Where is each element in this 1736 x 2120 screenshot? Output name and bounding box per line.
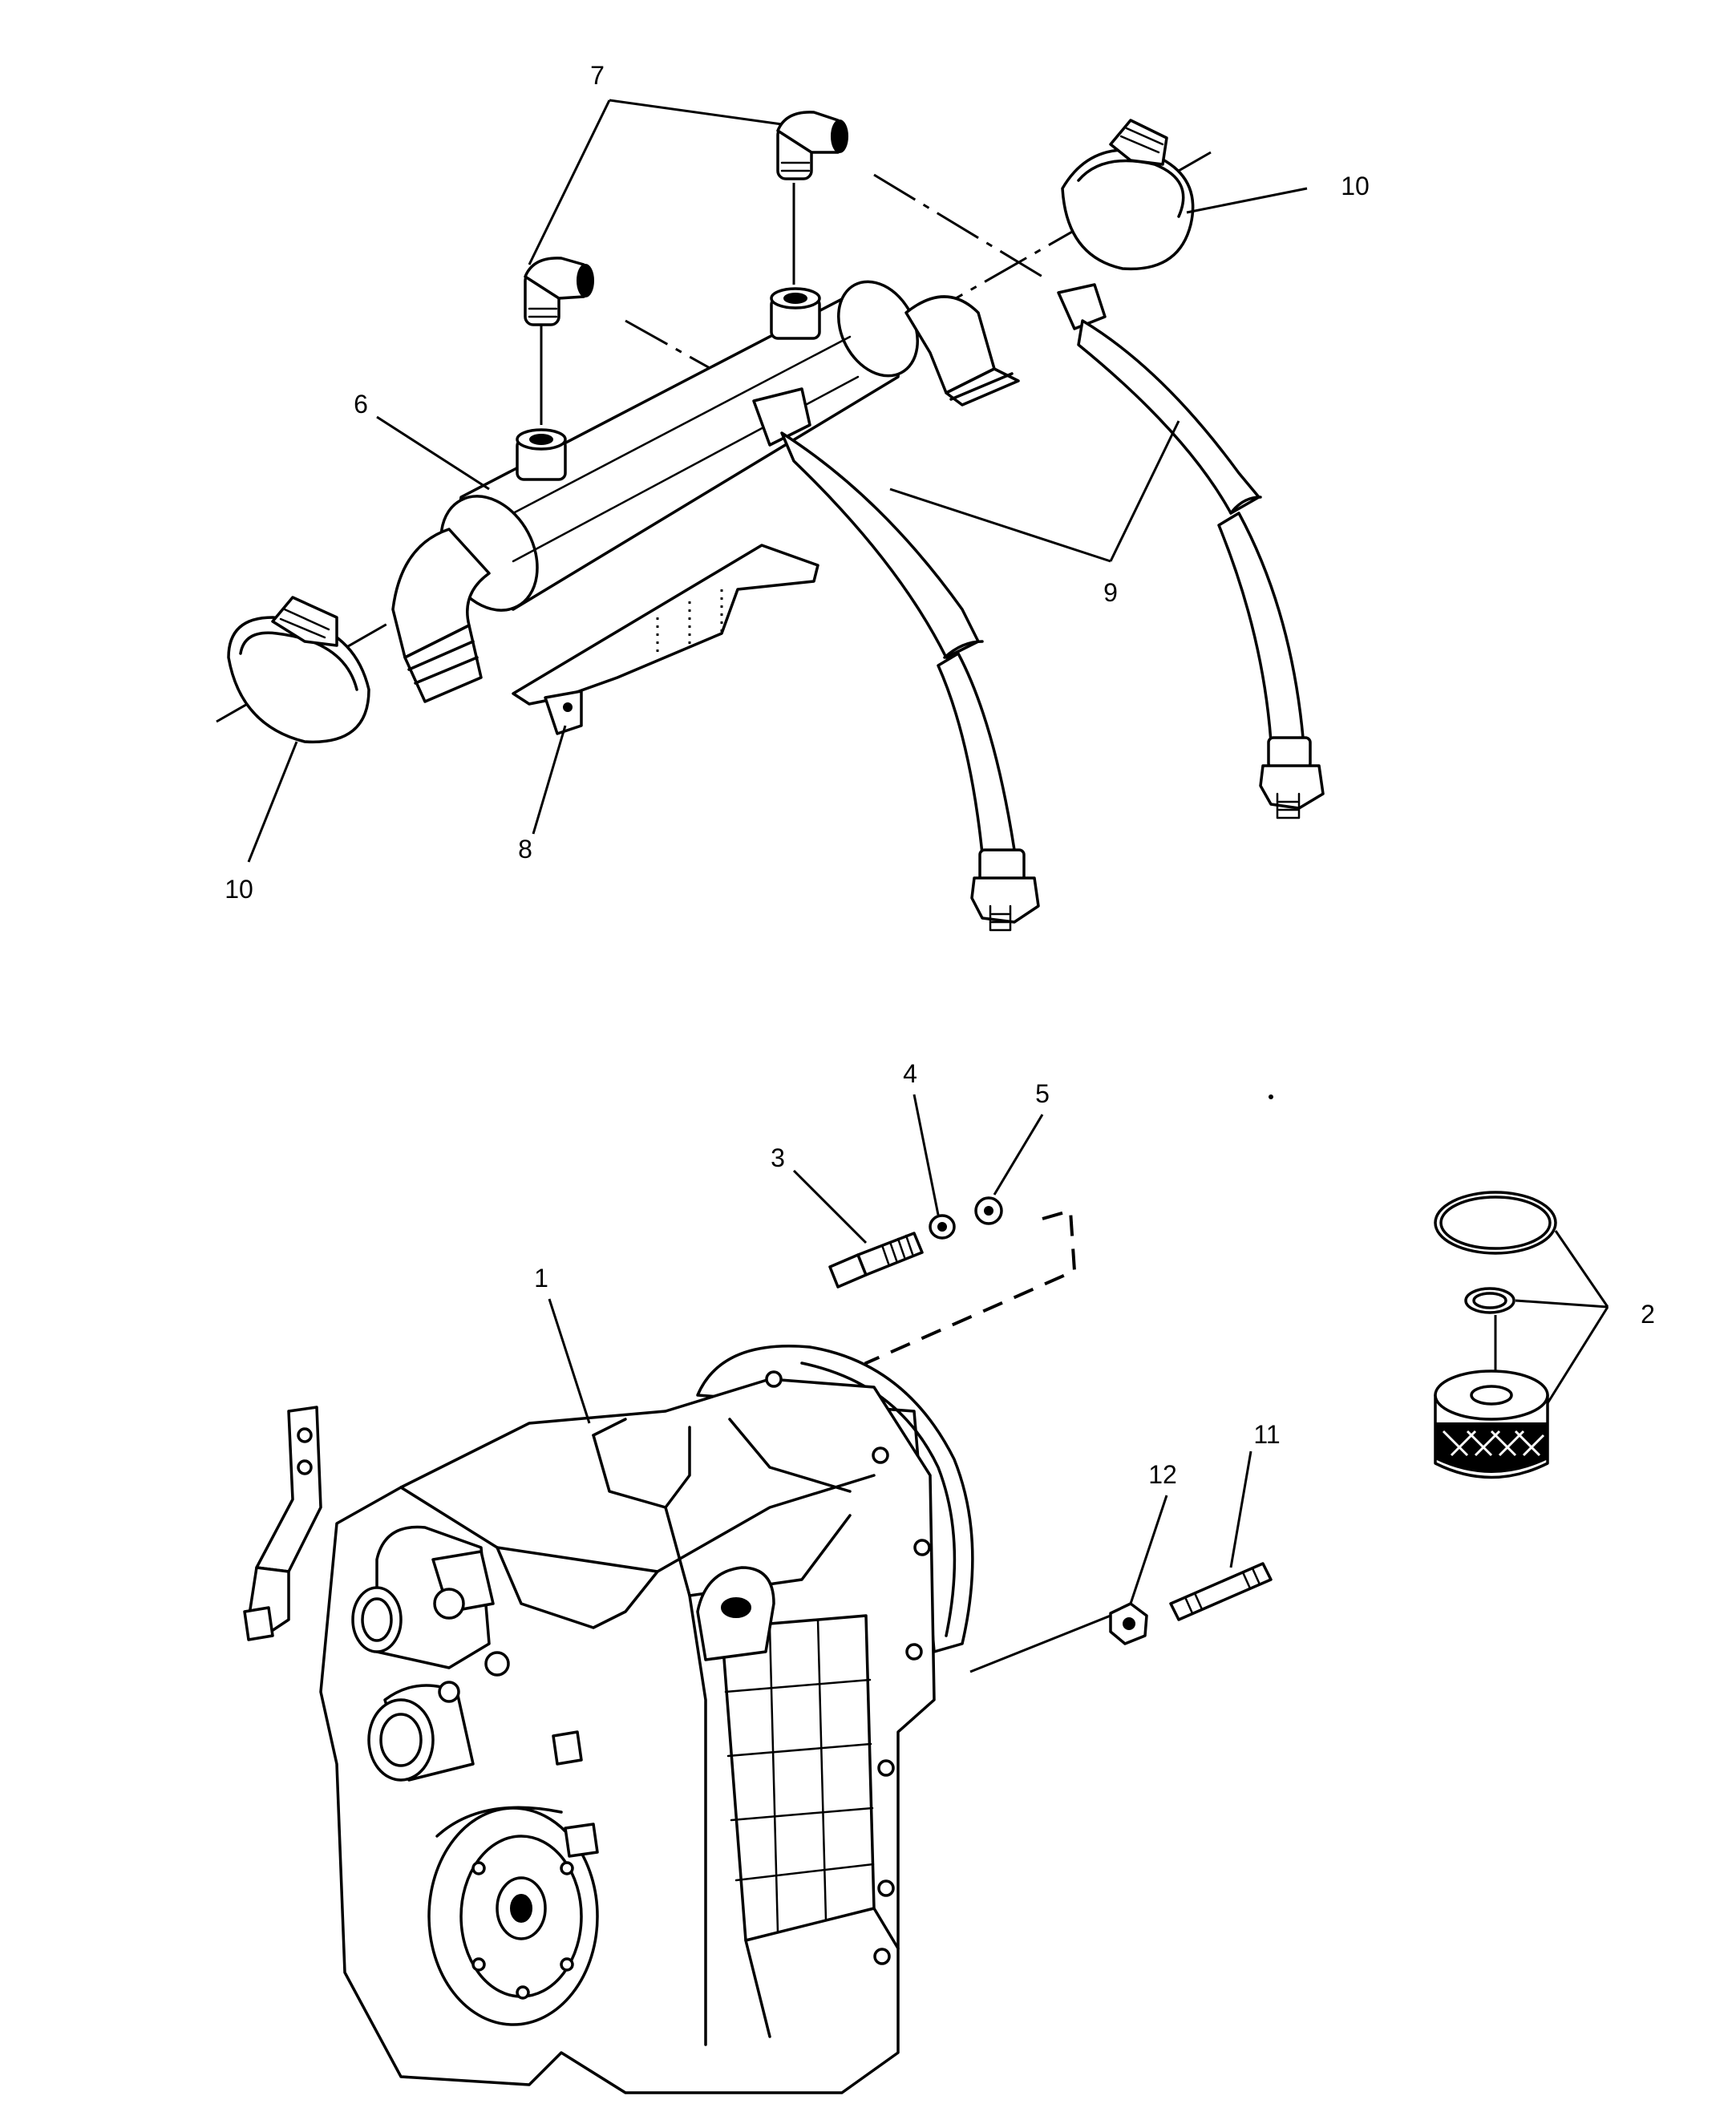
hose-clamp-bottom-left	[227, 596, 370, 744]
bolt	[828, 1232, 924, 1289]
hose-left	[752, 387, 1040, 932]
plain-washer	[974, 1196, 1003, 1225]
stray-dot	[1269, 1094, 1273, 1099]
axis-stud	[969, 1606, 1131, 1673]
lock-washer	[929, 1214, 956, 1240]
leader-lines	[247, 99, 1609, 1604]
callout-labels: 7 10 6 9 8 10 4 5 3 1 2 12 11	[225, 61, 1655, 1489]
callout-2: 2	[1641, 1300, 1655, 1329]
hose-clamp-top-right	[1061, 119, 1195, 271]
callout-4: 4	[903, 1059, 917, 1088]
callout-7: 7	[590, 61, 605, 90]
oil-cooler	[391, 280, 1020, 703]
callout-9: 9	[1103, 578, 1118, 607]
dashed-lead-bolt-to-case	[860, 1208, 1077, 1493]
callout-5: 5	[1035, 1079, 1050, 1108]
callout-6: 6	[354, 390, 368, 419]
callout-8: 8	[518, 835, 532, 864]
callout-3: 3	[771, 1143, 785, 1172]
nut	[1109, 1602, 1148, 1645]
oil-filter-set	[1434, 1191, 1557, 1479]
centerline-hose-right	[873, 173, 1043, 278]
gearbox-housing	[243, 1345, 974, 2094]
hose-right	[1057, 283, 1325, 819]
elbow-fitting-left	[524, 257, 594, 326]
callout-10-left: 10	[225, 875, 253, 904]
callout-10-top: 10	[1341, 172, 1370, 200]
elbow-fitting-right	[776, 111, 848, 180]
callout-11: 11	[1253, 1420, 1280, 1449]
callout-1: 1	[534, 1264, 548, 1293]
callout-12: 12	[1148, 1460, 1177, 1489]
centerline-cooler	[216, 151, 1212, 723]
o-ring	[1434, 1191, 1557, 1255]
stud	[1169, 1562, 1273, 1621]
mounting-bracket	[512, 544, 819, 735]
